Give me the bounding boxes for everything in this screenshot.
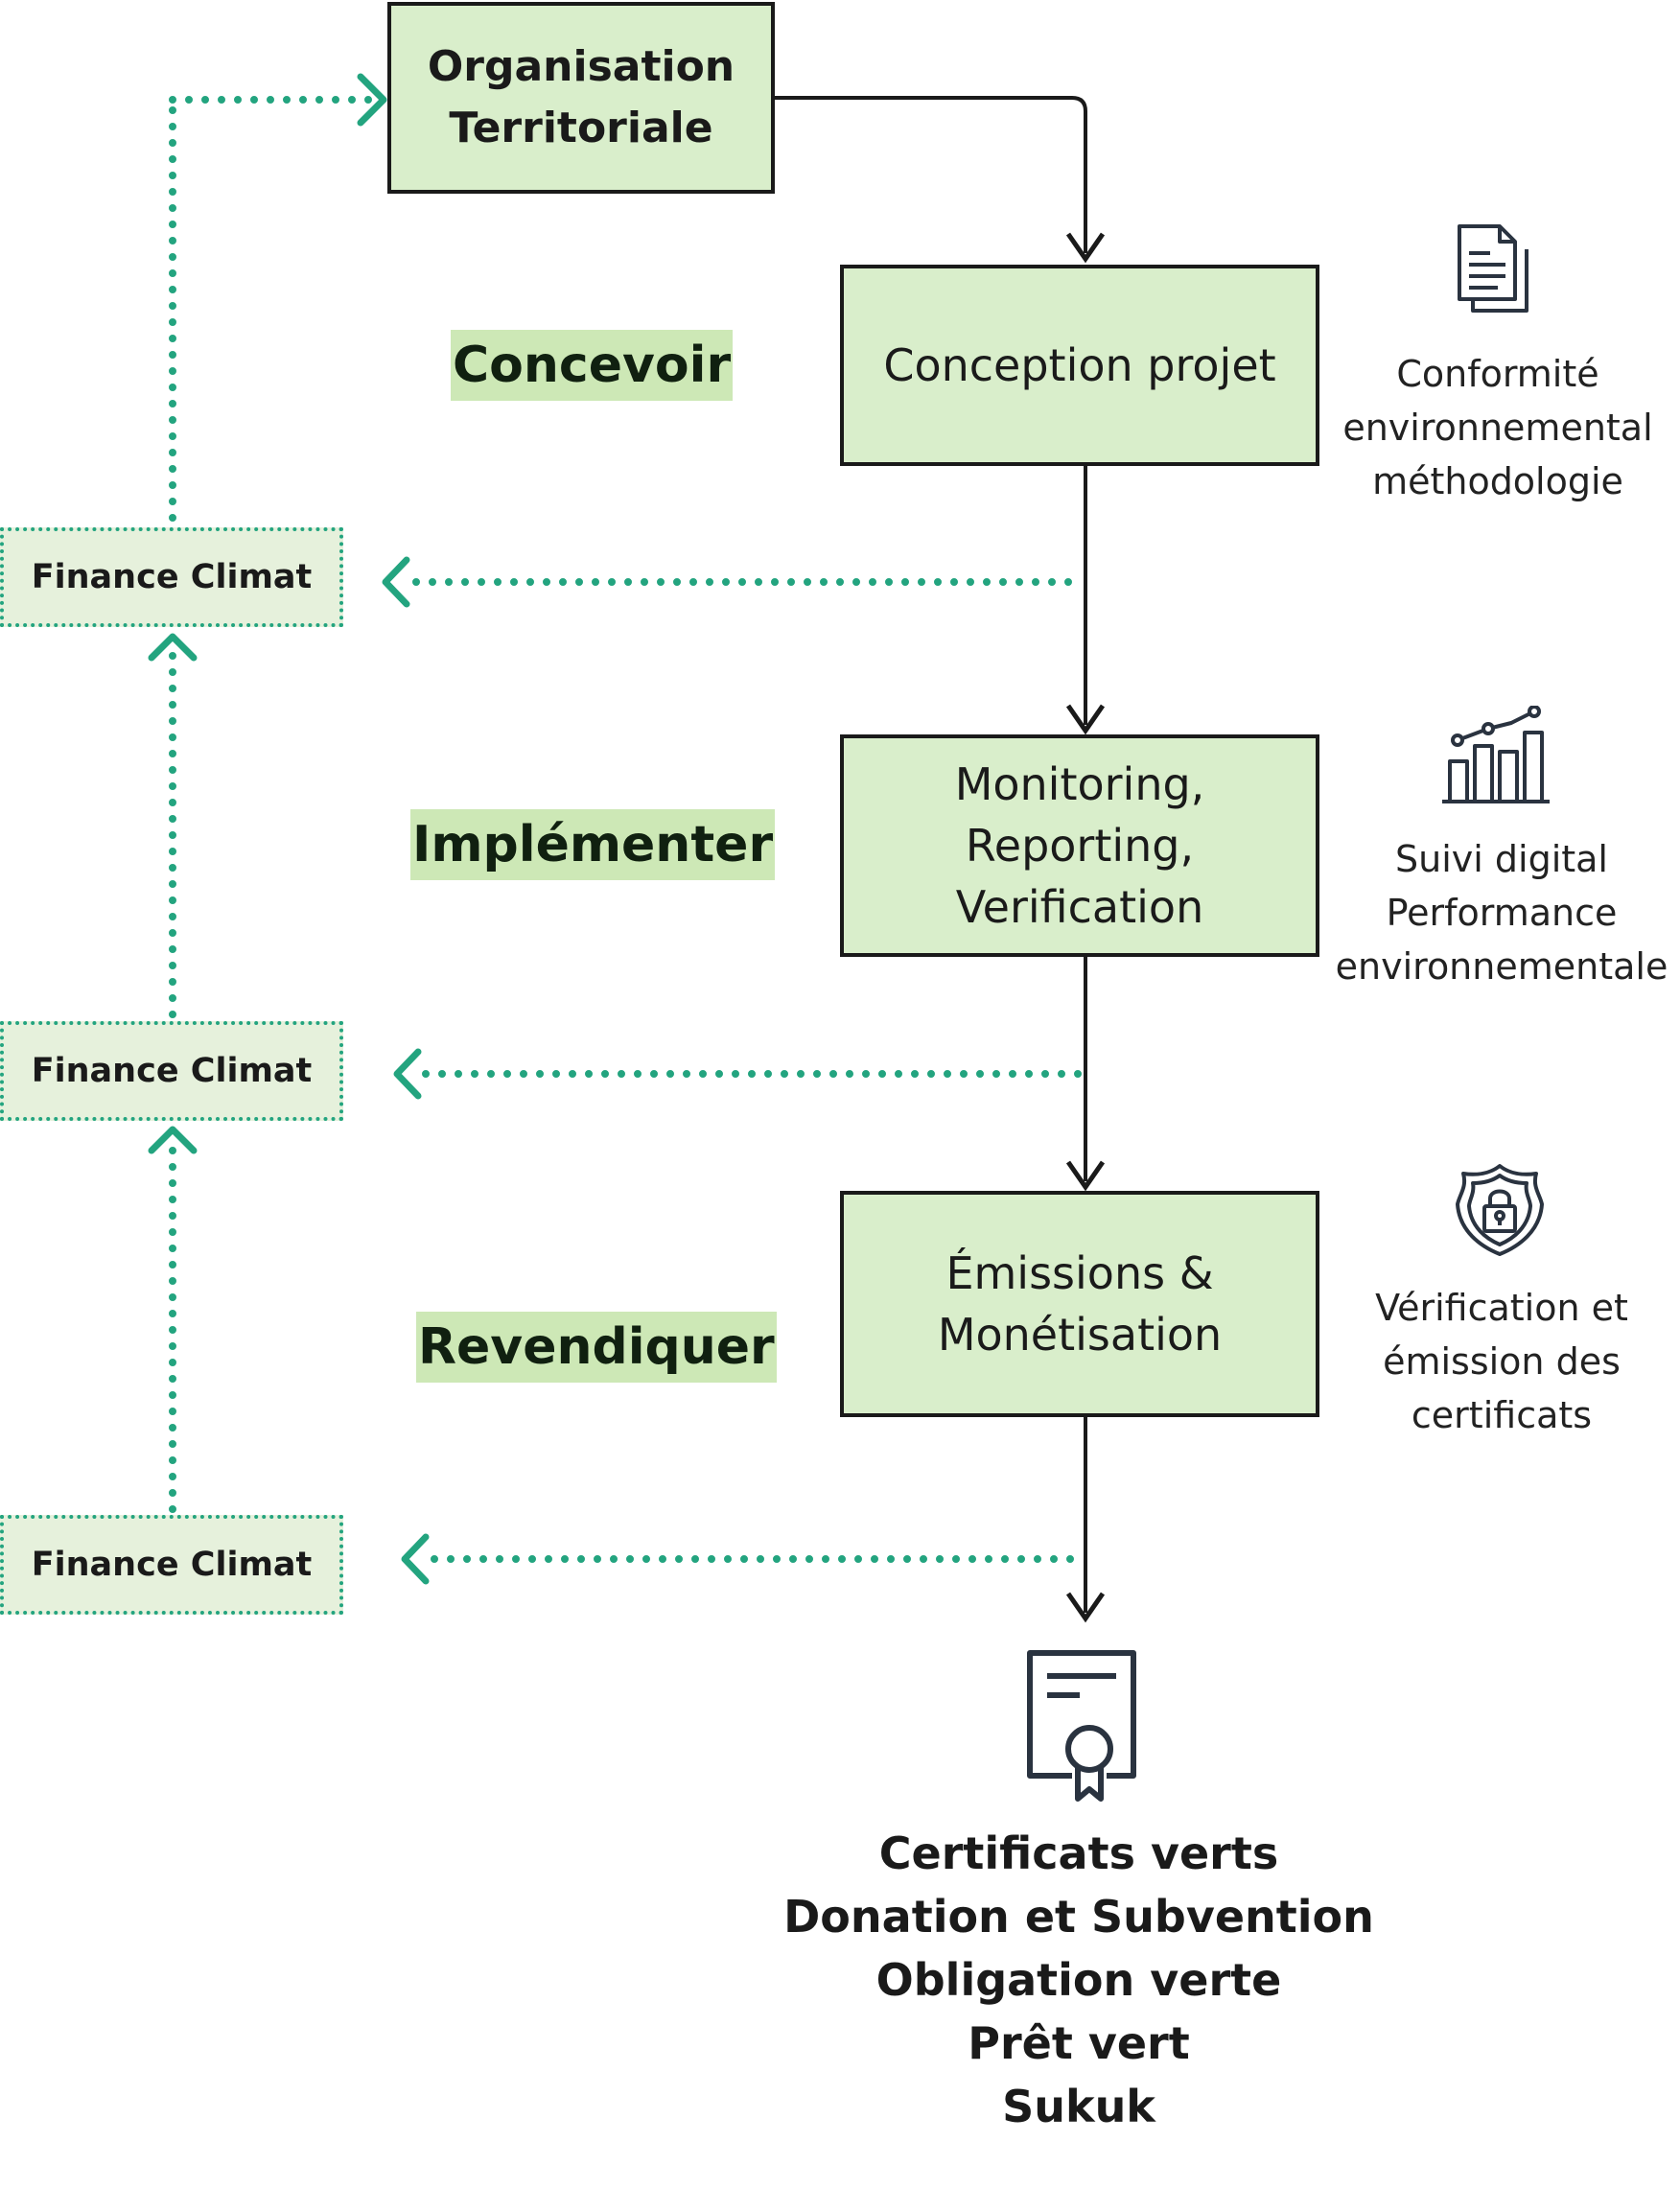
finance-climat-box-3: Finance Climat — [0, 1515, 343, 1615]
phase-revendiquer: Revendiquer — [416, 1312, 777, 1383]
document-icon — [1458, 224, 1528, 313]
finance-climat-label-1: Finance Climat — [31, 558, 313, 596]
phase-concevoir: Concevoir — [451, 330, 734, 401]
dotted-arrowhead-finance-1 — [382, 556, 410, 608]
arrowhead-outcomes — [1065, 1592, 1106, 1623]
emissions-monetisation-label: Émissions & Monétisation — [937, 1247, 1223, 1361]
organisation-territoriale-box: Organisation Territoriale — [387, 2, 775, 194]
shield-lock-icon — [1456, 1164, 1544, 1256]
dotted-arrowhead-finance-2 — [393, 1048, 422, 1100]
emissions-monetisation-box: Émissions & Monétisation — [840, 1191, 1319, 1417]
mrv-box: Monitoring, Reporting, Verification — [840, 734, 1319, 957]
finance-climat-label-2: Finance Climat — [31, 1052, 313, 1090]
dotted-arrowhead-up-finance-1 — [148, 633, 198, 662]
dotted-arrowhead-up-finance-2 — [148, 1126, 198, 1154]
side-note-suivi: Suivi digital Performance environnementa… — [1335, 838, 1668, 988]
arrowhead-concept — [1065, 232, 1106, 264]
organisation-territoriale-label: Organisation Territoriale — [427, 42, 735, 152]
dotted-arrowhead-org — [357, 73, 387, 127]
outcome-donation-subvention: Donation et Subvention — [783, 1891, 1374, 1943]
conception-projet-box: Conception projet — [840, 265, 1319, 466]
dotted-arrowhead-finance-3 — [401, 1533, 430, 1585]
outcomes-list: Certificats verts Donation et Subvention… — [767, 1822, 1390, 2138]
finance-climat-box-2: Finance Climat — [0, 1021, 343, 1121]
finance-climat-label-3: Finance Climat — [31, 1546, 313, 1584]
conception-projet-label: Conception projet — [883, 339, 1276, 391]
outcome-obligation-verte: Obligation verte — [875, 1954, 1282, 2006]
bar-chart-icon — [1442, 706, 1550, 803]
finance-climat-box-1: Finance Climat — [0, 527, 343, 627]
phase-implementer: Implémenter — [410, 809, 776, 880]
certificate-icon — [1027, 1650, 1136, 1802]
arrowhead-mrv — [1065, 704, 1106, 735]
side-note-conformite: Conformité environnemental méthodologie — [1342, 353, 1653, 502]
outcome-certificats-verts: Certificats verts — [878, 1827, 1279, 1879]
mrv-label: Monitoring, Reporting, Verification — [954, 758, 1205, 933]
outcome-sukuk: Sukuk — [1002, 2081, 1155, 2132]
arrowhead-emissions — [1065, 1160, 1106, 1192]
arrow-org-to-concept — [775, 96, 1087, 253]
side-note-verification: Vérification et émission des certificats — [1375, 1287, 1628, 1436]
outcome-pret-vert: Prêt vert — [968, 2017, 1190, 2069]
